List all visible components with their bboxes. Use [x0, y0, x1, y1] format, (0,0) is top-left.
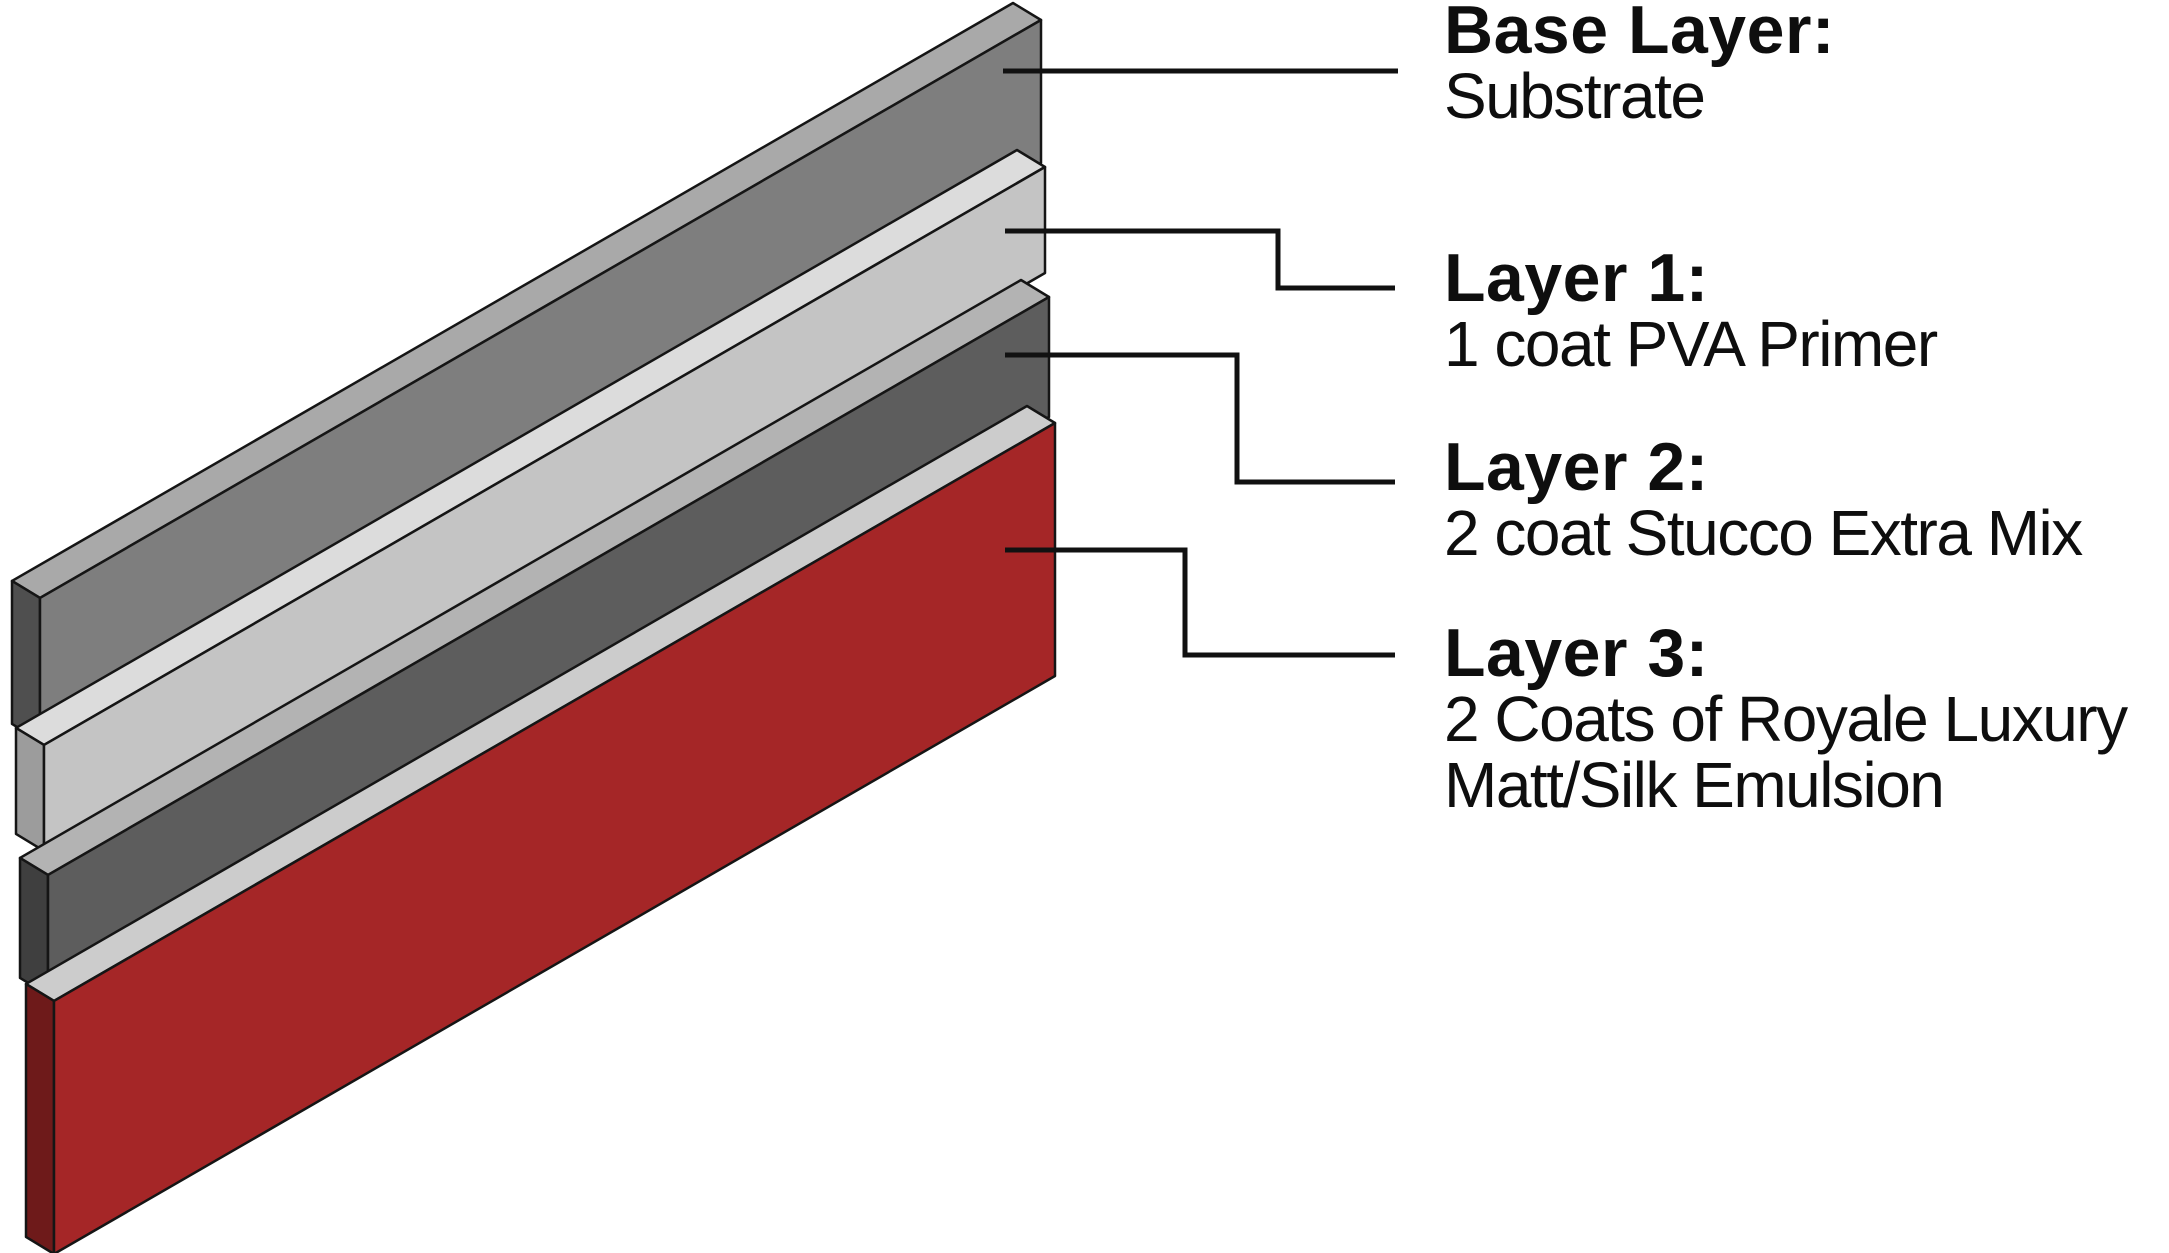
leader-line-emulsion	[1005, 547, 1395, 658]
label-layer-3-desc-2: Matt/Silk Emulsion	[1444, 749, 1945, 821]
label-layer-1-title: Layer 1:	[1444, 240, 1709, 316]
label-layer-3-title: Layer 3:	[1444, 615, 1709, 691]
label-layer-1: Layer 1: 1 coat PVA Primer	[1444, 240, 1938, 380]
leader-line-stucco	[1005, 352, 1395, 485]
label-base-layer-desc: Substrate	[1444, 60, 1706, 132]
label-layer-2-desc: 2 coat Stucco Extra Mix	[1444, 497, 2083, 569]
label-layer-3: Layer 3: 2 Coats of Royale Luxury Matt/S…	[1444, 615, 2128, 821]
leader-line-pva-primer	[1005, 228, 1395, 291]
emulsion-front-face	[52, 421, 1057, 1253]
emulsion-side-face	[24, 982, 56, 1253]
label-layer-3-desc: 2 Coats of Royale Luxury	[1444, 683, 2128, 755]
panel-stucco	[18, 278, 1051, 997]
panel-emulsion	[24, 404, 1057, 1253]
label-layer-1-desc: 1 coat PVA Primer	[1444, 308, 1938, 380]
label-layer-2-title: Layer 2:	[1444, 429, 1709, 505]
pva-primer-side-face	[14, 726, 46, 853]
label-base-layer-title: Base Layer:	[1444, 0, 1836, 68]
label-layer-2: Layer 2: 2 coat Stucco Extra Mix	[1444, 429, 2083, 569]
label-base-layer: Base Layer: Substrate	[1444, 0, 1835, 129]
